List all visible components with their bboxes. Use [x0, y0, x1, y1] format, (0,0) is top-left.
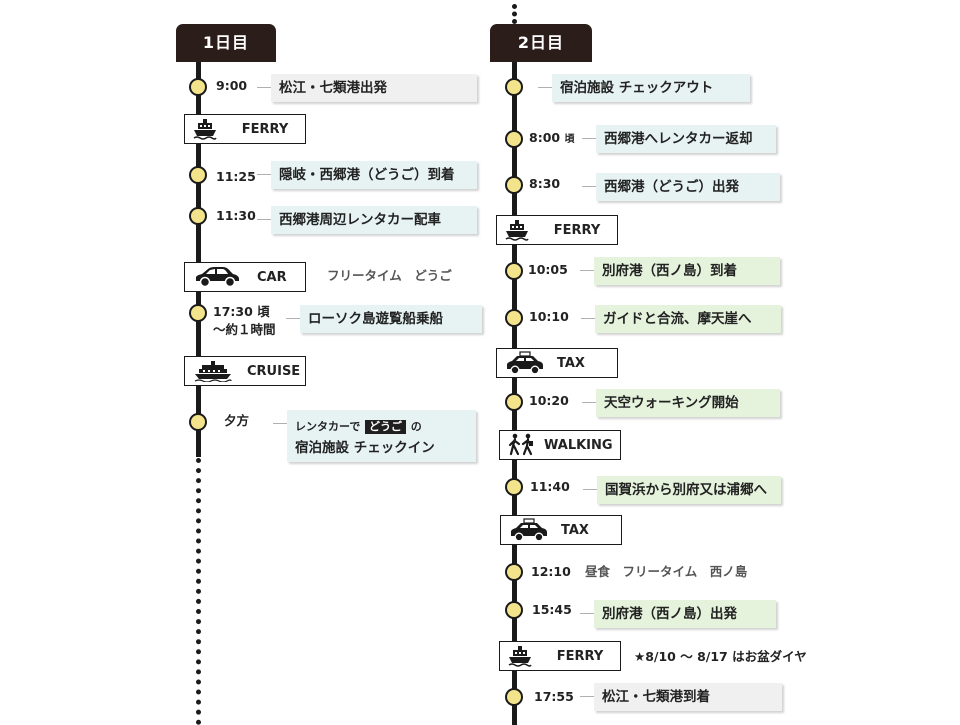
event-callout: ローソク島遊覧船乗船 — [286, 305, 482, 333]
timeline-node — [189, 413, 207, 431]
timeline-node — [505, 688, 523, 706]
event-callout: 国賀浜から別府又は浦郷へ — [583, 476, 781, 504]
event-callout: 別府港（西ノ島）出発 — [580, 600, 776, 628]
ferry-icon — [497, 219, 537, 241]
transport-ferry: FERRY — [499, 641, 621, 671]
event-callout: 隠岐・西郷港（どうご）到着 — [257, 161, 477, 189]
timeline-node — [505, 262, 523, 280]
timeline-node — [505, 563, 523, 581]
timeline-node — [189, 304, 207, 322]
transport-label: WALKING — [544, 437, 613, 453]
event-time: 9:00 — [216, 78, 248, 93]
transport-label: FERRY — [553, 222, 601, 238]
day2-label: 2日目 — [490, 24, 592, 62]
event-callout-checkin: レンタカーで どうご の 宿泊施設 チェックイン — [273, 410, 476, 462]
event-time: 8:30 — [529, 176, 561, 191]
event-time: 15:45 — [532, 602, 572, 617]
event-time-suffix: 頃 — [564, 134, 575, 145]
transport-label: FERRY — [241, 121, 289, 137]
event-callout: 西郷港（どうご）出発 — [582, 173, 780, 201]
timeline-node — [189, 78, 207, 96]
event-time: 10:20 — [529, 393, 569, 408]
event-time: 8:00 頃 — [529, 130, 574, 148]
transport-label: FERRY — [556, 648, 604, 664]
transport-car: CAR — [184, 262, 306, 292]
car-note: フリータイム どうご — [327, 268, 452, 283]
transport-ferry: FERRY — [184, 114, 306, 144]
day1-timeline-line — [196, 62, 201, 457]
callout-text: レンタカーで — [295, 420, 361, 433]
event-time: 11:40 — [530, 479, 570, 494]
event-duration: ～約１時間 — [213, 322, 276, 337]
event-time: 夕方 — [224, 413, 250, 428]
transport-taxi: TAX — [500, 515, 622, 545]
day2-timeline-dotted-top — [512, 4, 517, 24]
car-icon — [185, 266, 249, 288]
event-time: 17:30 頃 — [213, 304, 270, 319]
event-callout: 松江・七類港出発 — [257, 74, 477, 102]
transport-label: TAX — [557, 355, 585, 371]
transport-label: CRUISE — [247, 363, 301, 379]
timeline-node — [505, 393, 523, 411]
location-tag: どうご — [365, 420, 407, 434]
callout-text: の — [410, 420, 422, 433]
event-callout: ガイドと合流、摩天崖へ — [581, 305, 781, 333]
ferry-note: ★8/10 ～ 8/17 はお盆ダイヤ — [634, 649, 807, 664]
day1-label: 1日目 — [176, 24, 276, 62]
event-time: 11:25 — [216, 169, 256, 184]
event-time: 17:55 — [534, 689, 574, 704]
timeline-node — [189, 166, 207, 184]
event-callout: 別府港（西ノ島）到着 — [580, 257, 780, 285]
event-callout: 西郷港へレンタカー返却 — [582, 125, 776, 153]
event-time: 12:10 — [531, 564, 571, 579]
transport-label: TAX — [561, 522, 589, 538]
timeline-node — [505, 176, 523, 194]
event-callout: 西郷港周辺レンタカー配車 — [257, 206, 477, 234]
event-time-value: 8:00 — [529, 130, 561, 145]
callout-text: 宿泊施設 チェックイン — [295, 440, 435, 456]
walking-icon — [500, 433, 544, 457]
cruise-ship-icon — [185, 360, 241, 382]
event-time: 11:30 — [216, 208, 256, 223]
event-callout: 天空ウォーキング開始 — [582, 389, 780, 417]
day1-timeline-dotted — [196, 458, 201, 725]
event-callout: 松江・七類港到着 — [580, 683, 782, 711]
timeline-node — [505, 130, 523, 148]
ferry-icon — [500, 645, 540, 667]
timeline-node — [505, 78, 523, 96]
event-callout: 宿泊施設 チェックアウト — [538, 74, 750, 102]
transport-taxi: TAX — [496, 348, 618, 378]
lunch-note: 昼食 フリータイム 西ノ島 — [585, 564, 748, 579]
transport-walking: WALKING — [499, 430, 621, 460]
timeline-node — [189, 207, 207, 225]
event-time: 10:10 — [529, 309, 569, 324]
event-time: 10:05 — [528, 262, 568, 277]
timeline-node — [505, 601, 523, 619]
timeline-node — [505, 309, 523, 327]
transport-ferry: FERRY — [496, 215, 618, 245]
ferry-icon — [185, 118, 225, 140]
taxi-icon — [501, 518, 557, 542]
timeline-node — [505, 478, 523, 496]
transport-cruise: CRUISE — [184, 356, 306, 386]
transport-label: CAR — [257, 269, 287, 285]
taxi-icon — [497, 351, 553, 375]
